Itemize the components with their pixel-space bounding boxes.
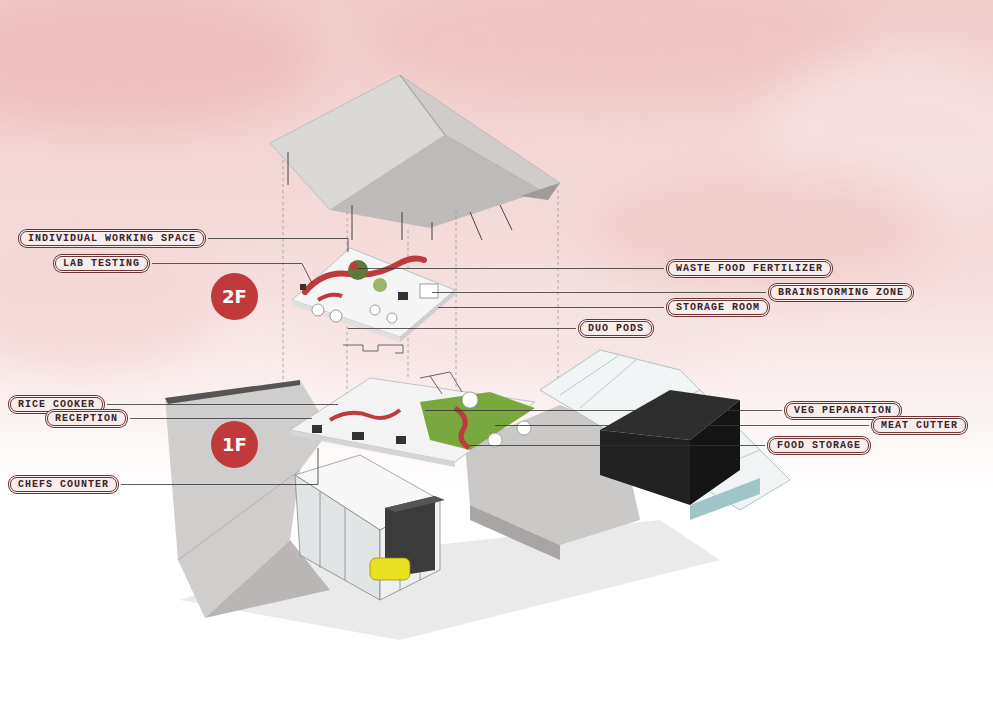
- label-text: 1F: [222, 435, 247, 455]
- callout-label: BRAINSTORMING ZONE: [770, 285, 912, 300]
- callout-label: INDIVIDUAL WORKING SPACE: [20, 231, 204, 246]
- label-text: STORAGE ROOM: [676, 302, 760, 313]
- label-text: BRAINSTORMING ZONE: [778, 287, 904, 298]
- label-text: RECEPTION: [55, 413, 118, 424]
- label-text: INDIVIDUAL WORKING SPACE: [28, 233, 196, 244]
- leader-line: [208, 239, 348, 253]
- label-text: 2F: [222, 287, 247, 307]
- leader-line: [348, 328, 576, 329]
- leader-line: [495, 425, 869, 426]
- label-text: MEAT CUTTER: [881, 420, 958, 431]
- second-floor-plate: [292, 248, 455, 353]
- callout-label: LAB TESTING: [55, 256, 148, 271]
- label-text: WASTE FOOD FERTILIZER: [676, 263, 823, 274]
- label-text: FOOD STORAGE: [777, 440, 861, 451]
- roof-layer: [270, 75, 560, 240]
- badge-circle: [211, 273, 258, 320]
- leader-line: [470, 445, 765, 446]
- leader-line: [425, 410, 782, 411]
- callout-label: RECEPTION: [47, 411, 126, 426]
- callout-label: DUO PODS: [580, 321, 652, 336]
- ground-floor-building: [165, 350, 790, 640]
- callout-label: VEG PEPARATION: [786, 403, 900, 418]
- callout-label: FOOD STORAGE: [769, 438, 869, 453]
- floor-badge: 1F: [211, 421, 258, 468]
- watercolor-clouds: [0, 0, 993, 380]
- label-text: DUO PODS: [588, 323, 644, 334]
- label-text: VEG PEPARATION: [794, 405, 892, 416]
- callout-label: WASTE FOOD FERTILIZER: [668, 261, 831, 276]
- leader-line: [130, 418, 312, 419]
- leader-line: [107, 404, 338, 405]
- leader-line: [432, 292, 766, 293]
- label-text: LAB TESTING: [63, 258, 140, 269]
- callout-label: CHEFS COUNTER: [10, 477, 117, 492]
- leader-line: [438, 307, 664, 308]
- leader-line: [357, 268, 664, 269]
- badge-circle: [211, 421, 258, 468]
- callout-label: RICE COOKER: [10, 397, 103, 412]
- callout-label: STORAGE ROOM: [668, 300, 768, 315]
- label-text: CHEFS COUNTER: [18, 479, 109, 490]
- label-text: RICE COOKER: [18, 399, 95, 410]
- callout-label: MEAT CUTTER: [873, 418, 966, 433]
- floor-badge: 2F: [211, 273, 258, 320]
